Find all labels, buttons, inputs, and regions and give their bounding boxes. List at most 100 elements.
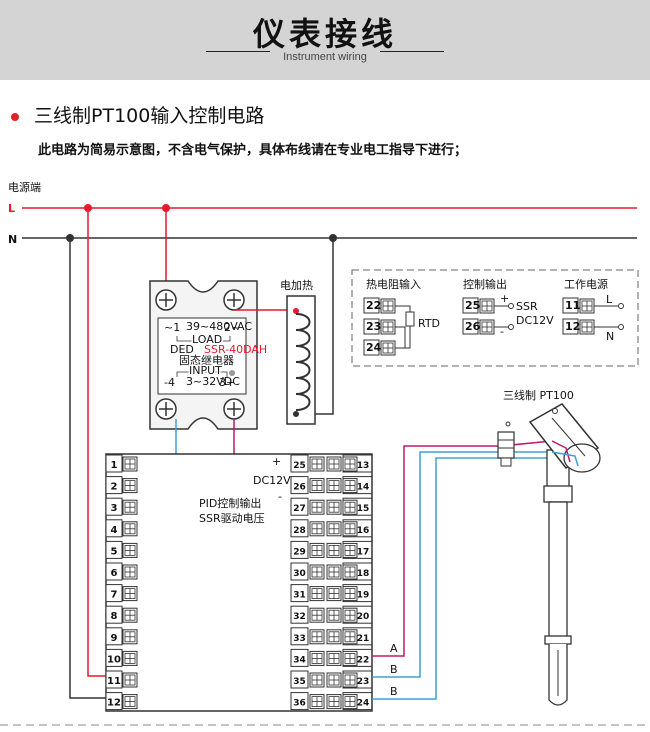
legend-ctrl-t26: 26 (465, 320, 481, 333)
terminal-number: 9 (111, 633, 118, 644)
legend-ctrl-ssr: SSR (516, 300, 538, 313)
terminal-number: 21 (357, 634, 370, 644)
legend-ctrl-t25: 25 (465, 299, 480, 312)
terminal-number: 15 (357, 504, 370, 514)
ctrl-plus-sign: + (272, 455, 281, 468)
subtitle-rule-left (206, 51, 270, 52)
terminal-number: 26 (293, 483, 306, 493)
ssr-load: LOAD (192, 333, 222, 346)
ssr-input-range: 3~32VDC (186, 375, 240, 388)
terminal-12: 12 (105, 692, 138, 711)
ssr-t1: ~1 (164, 321, 180, 334)
pid-output-label: PID控制输出 (199, 496, 261, 510)
bullet-dot (11, 113, 19, 121)
terminal-33: 33 21 (290, 627, 373, 646)
terminal-8: 8 (105, 605, 138, 624)
terminal-6: 6 (105, 562, 138, 581)
legend-rtd-title: 热电阻输入 (366, 277, 421, 291)
wire-label-a: A (390, 642, 398, 655)
terminal-4: 4 (105, 519, 138, 538)
terminal-number: 1 (111, 460, 118, 471)
terminal-36: 36 24 (290, 692, 373, 711)
page-title: 仪表接线 (252, 15, 397, 53)
sensor-label: 三线制 PT100 (503, 388, 574, 402)
terminal-number: 28 (293, 526, 306, 536)
legend-pwr-n: N (606, 330, 614, 343)
terminal-number: 5 (111, 546, 118, 557)
terminal-35: 35 23 (290, 670, 373, 689)
wire-label-b1: B (390, 663, 398, 676)
header-banner: 仪表接线 Instrument wiring (0, 0, 650, 80)
solid-state-relay: ~1 39~480VAC 2~ LOAD DED SSR-40DAH 固态继电器… (149, 280, 267, 430)
terminal-number: 24 (357, 699, 370, 709)
legend-rtd-t22: 22 (366, 299, 381, 312)
terminal-1: 1 (105, 454, 138, 473)
terminal-number: 20 (357, 612, 370, 622)
terminal-number: 31 (293, 591, 306, 601)
wire-label-b2: B (390, 685, 398, 698)
terminal-number: 33 (293, 634, 306, 644)
heater: 电加热 (280, 279, 316, 425)
ssr-name: 固态继电器 (179, 354, 234, 367)
terminal-number: 27 (293, 504, 306, 514)
line-n-label: N (8, 233, 17, 246)
wire-n-to-t12 (69, 238, 122, 699)
pt100-sensor: 三线制 PT100 (497, 388, 601, 706)
terminal-5: 5 (105, 540, 138, 559)
terminal-number: 35 (293, 677, 306, 687)
legend-box: 热电阻输入 控制输出 工作电源 22 23 24 RTD 25 26 + - S… (351, 269, 639, 367)
terminal-3: 3 (105, 497, 138, 516)
section-title: 三线制PT100输入控制电路 (34, 105, 265, 127)
terminal-number: 36 (293, 699, 306, 709)
terminal-number: 10 (107, 654, 121, 665)
legend-pwr-title: 工作电源 (564, 277, 608, 291)
legend-rtd-t23: 23 (366, 320, 381, 333)
wire-rtd-a (372, 440, 553, 657)
legend-pwr-l: L (606, 293, 613, 306)
safety-note: 此电路为简易示意图，不含电气保护，具体布线请在专业电工指导下进行； (38, 143, 468, 158)
terminal-number: 13 (357, 461, 370, 471)
terminal-number: 8 (111, 611, 118, 622)
line-l-label: L (8, 202, 15, 215)
page-subtitle: Instrument wiring (283, 51, 367, 63)
terminal-number: 3 (111, 503, 118, 514)
ctrl-minus-sign: - (278, 490, 282, 503)
terminal-27: 27 15 (290, 497, 373, 516)
wire-rtd-b2 (372, 457, 560, 700)
legend-ctrl-minus: - (500, 325, 504, 338)
terminal-9: 9 (105, 627, 138, 646)
wire-rtd-b1 (372, 451, 552, 678)
legend-ctrl-plus: + (500, 292, 509, 305)
terminal-number: 7 (111, 590, 118, 601)
terminal-number: 6 (111, 568, 118, 579)
terminal-2: 2 (105, 476, 138, 495)
ssr-led: DED (170, 343, 194, 356)
terminal-number: 16 (357, 526, 370, 536)
terminal-number: 14 (357, 483, 370, 493)
legend-rtd-label: RTD (418, 317, 440, 330)
ssr-model: SSR-40DAH (204, 343, 267, 356)
terminal-34: 34 22 (290, 648, 373, 667)
terminal-number: 17 (357, 547, 370, 557)
terminal-number: 30 (293, 569, 306, 579)
subtitle-rule-right (380, 51, 444, 52)
terminal-number: 34 (293, 655, 306, 665)
power-line-l: L (8, 202, 637, 215)
ctrl-dc12v: DC12V (253, 474, 291, 487)
power-line-n: N (8, 233, 637, 246)
controller-body (105, 453, 373, 712)
ssr-t4: -4 (164, 376, 175, 389)
ssr-t3: 3+ (219, 376, 235, 389)
terminal-26: 26 14 (290, 476, 373, 495)
heater-label: 电加热 (280, 279, 313, 292)
power-label: 电源端 (8, 180, 41, 194)
terminal-number: 23 (357, 677, 370, 687)
legend-rtd-t24: 24 (366, 341, 382, 354)
terminal-number: 22 (357, 655, 370, 665)
